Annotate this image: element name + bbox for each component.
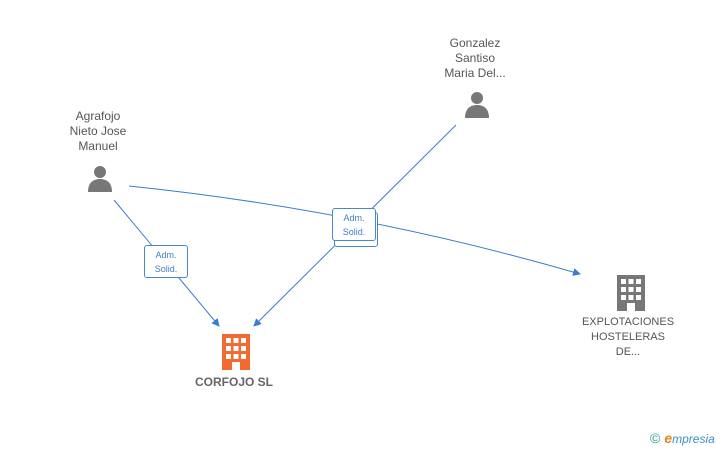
- building-icon[interactable]: [616, 275, 646, 316]
- relation-role-line-2: Solid.: [342, 227, 366, 237]
- copyright-symbol: ©: [650, 430, 661, 446]
- company-explotaciones-label[interactable]: EXPLOTACIONES HOSTELERAS DE...: [568, 315, 688, 360]
- person-icon[interactable]: [463, 90, 491, 123]
- building-icon[interactable]: [221, 334, 251, 375]
- person-agrafojo-line-2: Nieto Jose: [69, 124, 127, 138]
- brand-rest: mpresia: [672, 432, 715, 446]
- company-corfojo-name[interactable]: CORFOJO SL: [194, 375, 273, 389]
- person-gonzalez-label[interactable]: Gonzalez Santiso Maria Del...: [430, 36, 520, 81]
- person-agrafojo-label[interactable]: Agrafojo Nieto Jose Manuel: [53, 109, 143, 154]
- relation-role-line-1: Adm.: [155, 250, 177, 260]
- person-gonzalez-line-1: Gonzalez: [449, 36, 501, 50]
- relation-role-line-2: Solid.: [154, 264, 178, 274]
- person-icon[interactable]: [86, 164, 114, 197]
- relation-badge-agrafojo-corfojo[interactable]: Adm. Solid.: [144, 245, 188, 278]
- brand-e: e: [664, 430, 673, 446]
- company-explotaciones-line-3: DE...: [615, 346, 641, 358]
- person-gonzalez-line-3: Maria Del...: [444, 66, 506, 80]
- company-explotaciones-line-1: EXPLOTACIONES: [581, 316, 675, 328]
- person-agrafojo-line-1: Agrafojo: [75, 109, 121, 123]
- relation-role-line-1: Adm.: [343, 213, 365, 223]
- company-explotaciones-line-2: HOSTELERAS: [591, 331, 665, 343]
- relation-badge-gonzalez-corfojo[interactable]: Adm. Solid.: [332, 208, 376, 241]
- person-agrafojo-line-3: Manuel: [78, 139, 118, 153]
- person-gonzalez-line-2: Santiso: [454, 51, 496, 65]
- empresia-logo: ©empresia: [650, 430, 715, 446]
